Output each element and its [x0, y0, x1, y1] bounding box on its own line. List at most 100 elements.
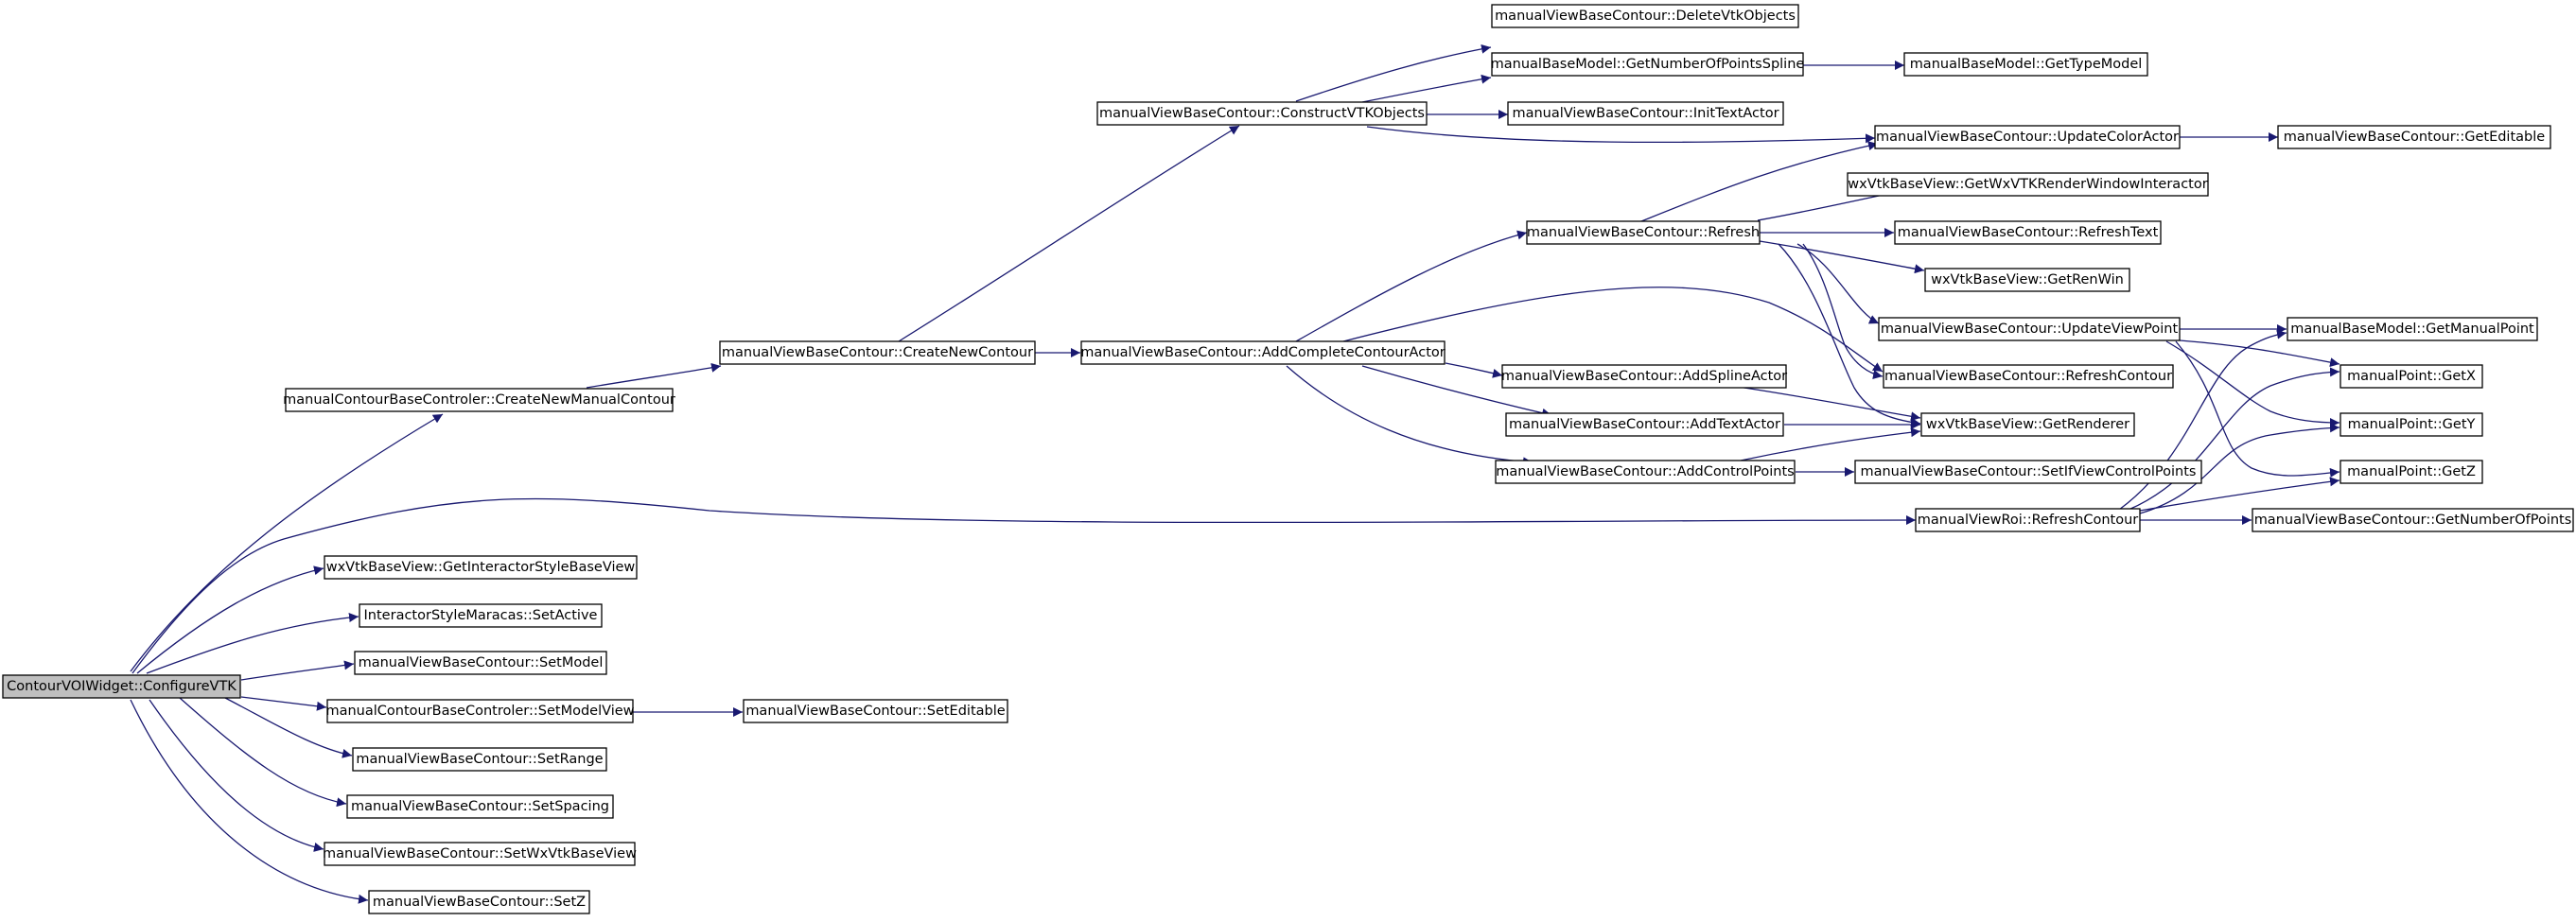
node-add-complete-contour-actor-label: manualViewBaseContour::AddCompleteContou… [1080, 345, 1445, 360]
node-set-spacing[interactable]: manualViewBaseContour::SetSpacing [346, 794, 614, 819]
edge-refresh-to-get-renderer [1778, 243, 1921, 427]
node-construct-vtk-objects-label: manualViewBaseContour::ConstructVTKObjec… [1099, 106, 1425, 121]
node-update-view-point-label: manualViewBaseContour::UpdateViewPoint [1881, 322, 2179, 337]
node-get-ren-win-label: wxVtkBaseView::GetRenWin [1931, 272, 2124, 287]
node-create-new-manual-contour[interactable]: manualContourBaseControler::CreateNewMan… [283, 388, 675, 412]
node-set-wx-vtk-base-view[interactable]: manualViewBaseContour::SetWxVtkBaseView [323, 842, 637, 866]
node-get-x-label: manualPoint::GetX [2347, 369, 2476, 384]
node-set-z-label: manualViewBaseContour::SetZ [373, 895, 586, 910]
node-add-spline-actor[interactable]: manualViewBaseContour::AddSplineActor [1501, 364, 1787, 389]
edge-refresh-to-get-ren-win [1759, 240, 1925, 274]
node-set-model-view-label: manualContourBaseControler::SetModelView [325, 704, 634, 719]
node-roi-refresh-contour-label: manualViewRoi::RefreshContour [1918, 513, 2138, 528]
edge-roi-refresh-to-get-z [2139, 477, 2340, 512]
node-delete-vtk-objects[interactable]: manualViewBaseContour::DeleteVtkObjects [1491, 4, 1799, 28]
node-get-y-label: manualPoint::GetY [2348, 417, 2476, 432]
node-create-new-manual-contour-label: manualContourBaseControler::CreateNewMan… [283, 392, 675, 408]
node-get-z[interactable]: manualPoint::GetZ [2339, 460, 2483, 484]
node-set-model-view[interactable]: manualContourBaseControler::SetModelView [325, 699, 635, 723]
edge-add-spline-actor-to-get-renderer [1730, 385, 1921, 422]
node-add-control-points[interactable]: manualViewBaseContour::AddControlPoints [1495, 460, 1796, 484]
node-add-text-actor-label: manualViewBaseContour::AddTextActor [1509, 417, 1780, 432]
node-delete-vtk-objects-label: manualViewBaseContour::DeleteVtkObjects [1495, 9, 1796, 24]
node-add-spline-actor-label: manualViewBaseContour::AddSplineActor [1501, 369, 1787, 384]
node-add-text-actor[interactable]: manualViewBaseContour::AddTextActor [1505, 412, 1784, 437]
node-get-type-model[interactable]: manualBaseModel::GetTypeModel [1903, 52, 2148, 77]
node-get-interactor-style-base-view-label: wxVtkBaseView::GetInteractorStyleBaseVie… [326, 560, 636, 575]
node-create-new-contour[interactable]: manualViewBaseContour::CreateNewContour [719, 340, 1036, 365]
node-set-wx-vtk-base-view-label: manualViewBaseContour::SetWxVtkBaseView [323, 846, 637, 861]
node-set-editable-label: manualViewBaseContour::SetEditable [745, 704, 1005, 719]
node-add-complete-contour-actor[interactable]: manualViewBaseContour::AddCompleteContou… [1080, 340, 1446, 365]
edge-create-new-contour-to-construct-vtk-objects [898, 125, 1240, 342]
edge-roi-refresh-to-get-y [2139, 423, 2340, 514]
edge-construct-to-get-number-of-points-spline [1361, 74, 1492, 103]
node-get-ren-win[interactable]: wxVtkBaseView::GetRenWin [1924, 268, 2130, 292]
node-set-active[interactable]: InteractorStyleMaracas::SetActive [359, 603, 603, 628]
node-refresh-text-label: manualViewBaseContour::RefreshText [1898, 225, 2159, 240]
node-refresh-text[interactable]: manualViewBaseContour::RefreshText [1894, 220, 2162, 245]
edge-configure-to-set-active [146, 613, 359, 674]
edge-configure-to-set-model-view [240, 696, 327, 711]
edge-update-view-point-to-get-z [2175, 340, 2340, 478]
node-get-z-label: manualPoint::GetZ [2347, 464, 2476, 479]
edge-refresh-to-refresh-contour [1802, 243, 1884, 379]
node-configure-vtk-label: ContourVOIWidget::ConfigureVTK [7, 679, 237, 694]
node-get-number-of-points-spline-label: manualBaseModel::GetNumberOfPointsSpline [1491, 57, 1805, 72]
node-update-view-point[interactable]: manualViewBaseContour::UpdateViewPoint [1878, 317, 2181, 341]
node-get-manual-point-label: manualBaseModel::GetManualPoint [2290, 322, 2534, 337]
node-set-if-view-control-points[interactable]: manualViewBaseContour::SetIfViewControlP… [1854, 460, 2202, 484]
node-get-x[interactable]: manualPoint::GetX [2339, 364, 2483, 389]
node-set-editable[interactable]: manualViewBaseContour::SetEditable [743, 699, 1008, 723]
node-set-active-label: InteractorStyleMaracas::SetActive [364, 608, 598, 623]
edge-add-complete-to-add-text-actor [1361, 365, 1552, 418]
edge-configure-to-get-interactor-style [136, 565, 324, 674]
edge-add-control-points-to-get-renderer [1740, 427, 1921, 461]
edge-refresh-to-update-view-point [1796, 243, 1880, 324]
edge-configure-to-create-new-manual-contour [130, 413, 444, 672]
node-init-text-actor-label: manualViewBaseContour::InitTextActor [1512, 106, 1779, 121]
edge-add-complete-to-refresh [1295, 230, 1528, 342]
node-get-number-of-points-spline[interactable]: manualBaseModel::GetNumberOfPointsSpline [1491, 52, 1805, 77]
edge-configure-to-set-range [224, 697, 353, 758]
node-update-color-actor[interactable]: manualViewBaseContour::UpdateColorActor [1874, 125, 2181, 149]
node-get-manual-point[interactable]: manualBaseModel::GetManualPoint [2287, 317, 2538, 341]
node-get-wx-vtk-render-window-interactor-label: wxVtkBaseView::GetWxVTKRenderWindowInter… [1848, 177, 2207, 192]
node-refresh-contour[interactable]: manualViewBaseContour::RefreshContour [1883, 364, 2174, 389]
edge-add-complete-to-add-spline-actor [1445, 362, 1503, 378]
node-get-renderer[interactable]: wxVtkBaseView::GetRenderer [1920, 412, 2135, 437]
node-configure-vtk[interactable]: ContourVOIWidget::ConfigureVTK [2, 674, 241, 699]
edge-roi-refresh-to-get-x [2128, 367, 2340, 511]
node-set-z[interactable]: manualViewBaseContour::SetZ [368, 890, 590, 914]
edge-construct-to-delete-vtk-objects [1295, 43, 1492, 102]
edge-configure-to-set-wx-vtk-base-view [149, 699, 324, 852]
edge-refresh-to-update-color-actor [1636, 141, 1879, 224]
node-init-text-actor[interactable]: manualViewBaseContour::InitTextActor [1507, 101, 1784, 126]
node-add-control-points-label: manualViewBaseContour::AddControlPoints [1496, 464, 1794, 479]
node-set-model-label: manualViewBaseContour::SetModel [359, 655, 604, 670]
node-get-editable[interactable]: manualViewBaseContour::GetEditable [2277, 125, 2551, 149]
node-roi-refresh-contour[interactable]: manualViewRoi::RefreshContour [1915, 508, 2141, 532]
node-set-model[interactable]: manualViewBaseContour::SetModel [354, 651, 607, 675]
node-create-new-contour-label: manualViewBaseContour::CreateNewContour [722, 345, 1033, 360]
node-set-if-view-control-points-label: manualViewBaseContour::SetIfViewControlP… [1860, 464, 2196, 479]
node-get-number-of-points[interactable]: manualViewBaseContour::GetNumberOfPoints [2252, 508, 2574, 532]
node-refresh[interactable]: manualViewBaseContour::Refresh [1526, 220, 1761, 245]
nodes: ContourVOIWidget::ConfigureVTK manualCon… [2, 4, 2574, 914]
edge-configure-to-set-z [130, 699, 369, 904]
node-get-number-of-points-label: manualViewBaseContour::GetNumberOfPoints [2254, 513, 2572, 528]
node-get-type-model-label: manualBaseModel::GetTypeModel [1910, 57, 2143, 72]
node-set-range-label: manualViewBaseContour::SetRange [356, 752, 603, 767]
node-refresh-label: manualViewBaseContour::Refresh [1527, 225, 1760, 240]
node-set-range[interactable]: manualViewBaseContour::SetRange [352, 747, 607, 772]
node-get-y[interactable]: manualPoint::GetY [2339, 412, 2483, 437]
edge-configure-to-roi-refresh-contour [131, 497, 1917, 674]
edge-configure-to-set-model [240, 660, 355, 681]
node-get-interactor-style-base-view[interactable]: wxVtkBaseView::GetInteractorStyleBaseVie… [324, 555, 638, 580]
node-construct-vtk-objects[interactable]: manualViewBaseContour::ConstructVTKObjec… [1096, 101, 1428, 126]
edge-configure-to-set-spacing [179, 697, 347, 808]
edge-add-complete-to-refresh-contour [1342, 287, 1884, 373]
node-get-wx-vtk-render-window-interactor[interactable]: wxVtkBaseView::GetWxVTKRenderWindowInter… [1847, 172, 2209, 197]
node-update-color-actor-label: manualViewBaseContour::UpdateColorActor [1876, 130, 2179, 145]
